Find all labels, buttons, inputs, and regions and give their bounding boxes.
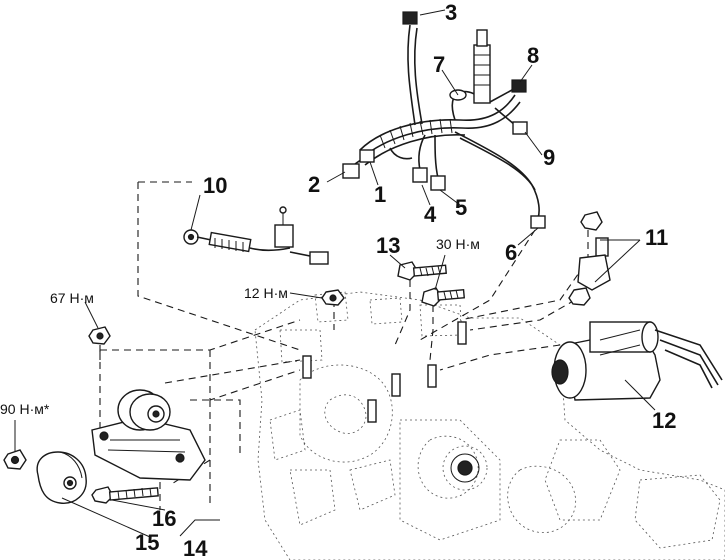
callout-1: 1 xyxy=(374,182,386,207)
torque-30: 30 Н·м xyxy=(436,236,480,252)
callout-15: 15 xyxy=(135,530,159,555)
callout-13: 13 xyxy=(376,233,400,258)
torque-12: 12 Н·м xyxy=(244,285,288,301)
callout-5: 5 xyxy=(455,195,467,220)
bolt-30nm xyxy=(421,287,466,307)
nut-12nm xyxy=(321,289,345,306)
bracket-11 xyxy=(568,211,611,306)
callout-8: 8 xyxy=(527,43,539,68)
bolt-16 xyxy=(91,486,159,504)
shift-cable xyxy=(183,206,329,265)
callout-11: 11 xyxy=(645,225,668,250)
connector-6 xyxy=(530,215,546,229)
connector-4 xyxy=(412,167,428,183)
torque-67: 67 Н·м xyxy=(50,290,94,306)
callout-9: 9 xyxy=(543,145,555,170)
housing-studs xyxy=(302,321,467,423)
callout-4: 4 xyxy=(424,202,437,227)
wiring-harness xyxy=(342,11,546,229)
callout-10: 10 xyxy=(203,173,227,198)
callout-2: 2 xyxy=(308,172,320,197)
connector-2 xyxy=(342,163,360,179)
callout-12: 12 xyxy=(652,408,676,433)
callout-6: 6 xyxy=(505,240,517,265)
alignment-lines xyxy=(99,181,589,510)
callout-14: 14 xyxy=(183,536,208,560)
connector-9 xyxy=(512,121,528,135)
starter-motor xyxy=(551,321,723,401)
nut-90nm xyxy=(3,449,27,470)
mount-cap xyxy=(36,451,87,504)
connector-1 xyxy=(359,149,375,163)
callout-labels: 3 7 8 9 2 1 4 5 6 10 11 12 13 14 15 16 xyxy=(135,0,676,560)
torque-labels: 30 Н·м 12 Н·м 67 Н·м 90 Н·м* xyxy=(0,236,480,417)
callout-7: 7 xyxy=(433,52,445,77)
callout-3: 3 xyxy=(445,0,457,25)
nut-67nm xyxy=(88,326,111,345)
torque-90: 90 Н·м* xyxy=(0,401,50,417)
callout-16: 16 xyxy=(152,506,176,531)
engine-mount xyxy=(91,389,206,481)
differential-gear xyxy=(442,445,488,491)
connector-8 xyxy=(511,79,527,93)
connector-5 xyxy=(430,175,446,191)
connector-3 xyxy=(402,11,418,25)
callout-leaders xyxy=(14,9,656,538)
